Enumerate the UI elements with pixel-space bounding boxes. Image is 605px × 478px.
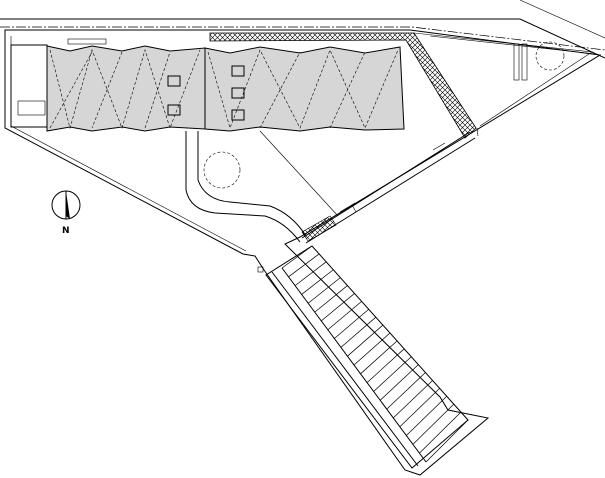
ramp-tread (386, 372, 426, 410)
north-arrow: N (51, 190, 81, 236)
ramp-tread (393, 380, 433, 419)
ramp-tread (307, 277, 341, 304)
access-path (301, 131, 476, 244)
building-roof (10, 38, 405, 132)
ramp-tread (419, 411, 462, 454)
north-label: N (62, 226, 70, 236)
ramp-tread (412, 403, 455, 445)
street-edge (0, 0, 605, 59)
ramp-tread (327, 301, 362, 330)
ramp-tread (379, 364, 419, 401)
ramp-tread (353, 332, 391, 366)
ramp-tread (281, 245, 313, 269)
ramp-tread (340, 316, 377, 348)
ramp-tread (406, 396, 447, 436)
ramp-tread (334, 309, 369, 339)
ramp-tread (301, 269, 334, 295)
ramp-tread (399, 388, 440, 427)
east-plot (413, 32, 597, 137)
ramp-tread (360, 340, 398, 375)
ramp-tread (288, 253, 320, 278)
ramp-tread (321, 293, 355, 322)
ramp-tread (314, 285, 348, 313)
ramp-tread (366, 348, 405, 383)
ramp-tread (347, 324, 384, 357)
driveway (185, 130, 339, 243)
ramp-tread (373, 356, 412, 392)
ramp (257, 245, 469, 469)
ramp-tread (425, 419, 469, 463)
ramp-tread (294, 261, 327, 286)
ramp-treads (281, 245, 469, 463)
